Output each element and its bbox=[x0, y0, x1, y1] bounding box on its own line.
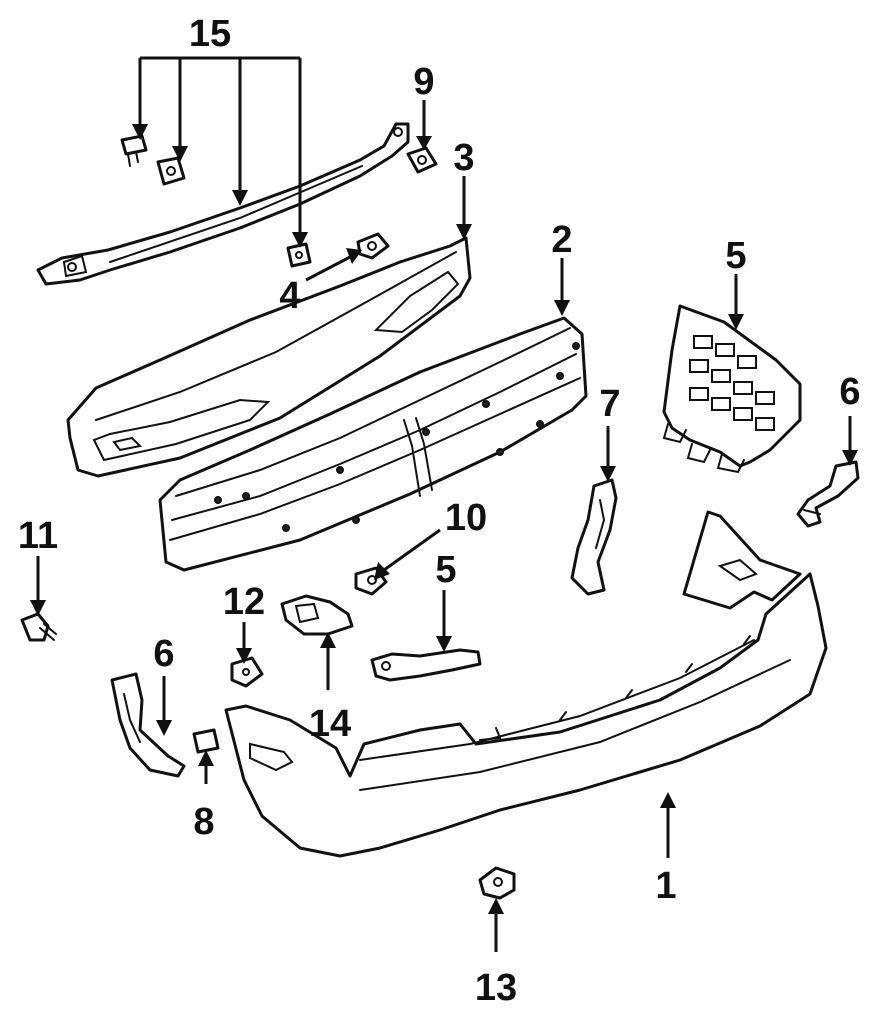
callout-1: 1 bbox=[655, 865, 676, 907]
bumper-side-bracket-right bbox=[796, 460, 860, 528]
retainer bbox=[356, 232, 390, 260]
fastener-clip bbox=[230, 656, 264, 688]
callout-8: 8 bbox=[193, 801, 214, 843]
bumper-mount-bracket bbox=[570, 478, 618, 596]
clip-nut-small bbox=[286, 242, 312, 268]
bolt-fastener bbox=[120, 134, 148, 167]
upper-reinforcement-bar bbox=[36, 122, 410, 286]
bumper-pad bbox=[192, 728, 220, 754]
clip-nut-fastener bbox=[156, 156, 186, 186]
callout-6-left: 6 bbox=[153, 633, 174, 675]
callout-5-upper: 5 bbox=[725, 235, 746, 277]
callout-4: 4 bbox=[279, 275, 300, 317]
callout-14: 14 bbox=[309, 703, 351, 745]
callout-3: 3 bbox=[453, 137, 474, 179]
callout-12: 12 bbox=[223, 581, 265, 623]
bumper-side-bracket-left bbox=[110, 672, 186, 778]
callout-11: 11 bbox=[18, 515, 58, 557]
callout-7: 7 bbox=[599, 383, 620, 425]
clip-nut bbox=[406, 146, 438, 174]
leader-lines bbox=[30, 56, 858, 952]
lower-clip bbox=[478, 866, 516, 900]
bolt bbox=[20, 612, 57, 642]
callout-15: 15 bbox=[189, 13, 231, 55]
vent-grille-panel bbox=[662, 304, 802, 474]
callout-2: 2 bbox=[551, 219, 572, 261]
callout-5-lower: 5 bbox=[435, 549, 456, 591]
bumper-reinforcement bbox=[158, 316, 588, 572]
callout-13: 13 bbox=[475, 967, 517, 1009]
side-support-bracket bbox=[370, 648, 482, 682]
callout-9: 9 bbox=[413, 61, 434, 103]
callout-10: 10 bbox=[445, 497, 487, 539]
bumper-cover bbox=[224, 510, 828, 858]
energy-absorber bbox=[66, 236, 472, 478]
center-mount-bracket bbox=[280, 594, 354, 636]
callout-6-right: 6 bbox=[839, 371, 860, 413]
